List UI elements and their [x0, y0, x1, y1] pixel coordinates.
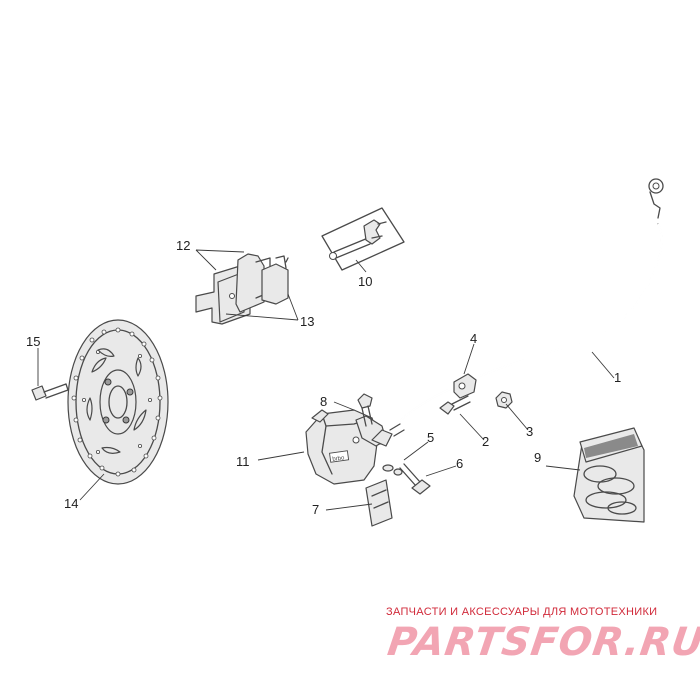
callout-3: 3: [526, 424, 533, 439]
brake-pads: [195, 253, 289, 325]
callout-7: 7: [312, 502, 319, 517]
callout-11: 11: [236, 454, 250, 469]
caliper-bolt: [382, 463, 431, 495]
callout-13: 13: [300, 314, 314, 329]
brake-hose: [371, 178, 664, 447]
callout-labels: 1 2 3 4 5 6 7 8 9 10 11 12 13 14 15: [26, 238, 621, 517]
callout-5: 5: [427, 430, 434, 445]
disc-bolt: [31, 383, 69, 401]
watermark-caption: ЗАПЧАСТИ И АКСЕССУАРЫ ДЛЯ МОТОТЕХНИКИ: [386, 606, 658, 618]
watermark-logo: PARTSFOR.RU: [384, 620, 700, 665]
callout-10: 10: [358, 274, 372, 289]
leader-lines: [37, 249, 615, 511]
callout-4: 4: [470, 331, 477, 346]
clamp-bolt: [439, 395, 471, 415]
brake-disc: [67, 319, 169, 485]
callout-1: 1: [614, 370, 621, 385]
callout-8: 8: [320, 394, 327, 409]
callout-9: 9: [534, 450, 541, 465]
brake-caliper: brbo: [305, 409, 387, 485]
callout-12: 12: [176, 238, 190, 253]
hose-clamp: [453, 373, 477, 399]
svg-text:brbo: brbo: [332, 455, 345, 463]
callout-2: 2: [482, 434, 489, 449]
pad-spring-plate: [365, 479, 393, 527]
gasket-kit: [573, 427, 645, 523]
bleed-screw: [357, 393, 373, 427]
callout-15: 15: [26, 334, 40, 349]
callout-6: 6: [456, 456, 463, 471]
callout-14: 14: [64, 496, 78, 511]
hose-nut: [495, 391, 513, 409]
pad-pin-kit: [321, 207, 405, 271]
